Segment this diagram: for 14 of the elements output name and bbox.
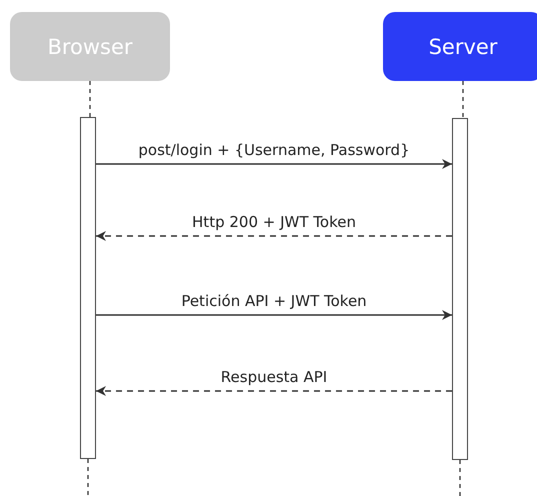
lifeline xyxy=(462,81,464,118)
lifeline xyxy=(89,81,91,117)
message-arrow xyxy=(96,231,452,241)
activation-bar xyxy=(80,117,96,459)
lifeline xyxy=(87,459,89,496)
node-box xyxy=(10,12,170,81)
node-box xyxy=(383,12,537,81)
activation-bar xyxy=(452,118,468,460)
message-arrow xyxy=(96,386,452,396)
message-label: Http 200 + JWT Token xyxy=(190,213,358,231)
message-arrow xyxy=(96,159,452,169)
participant-name: Server xyxy=(428,34,498,58)
message-arrow xyxy=(96,310,452,320)
lifeline xyxy=(459,460,461,496)
